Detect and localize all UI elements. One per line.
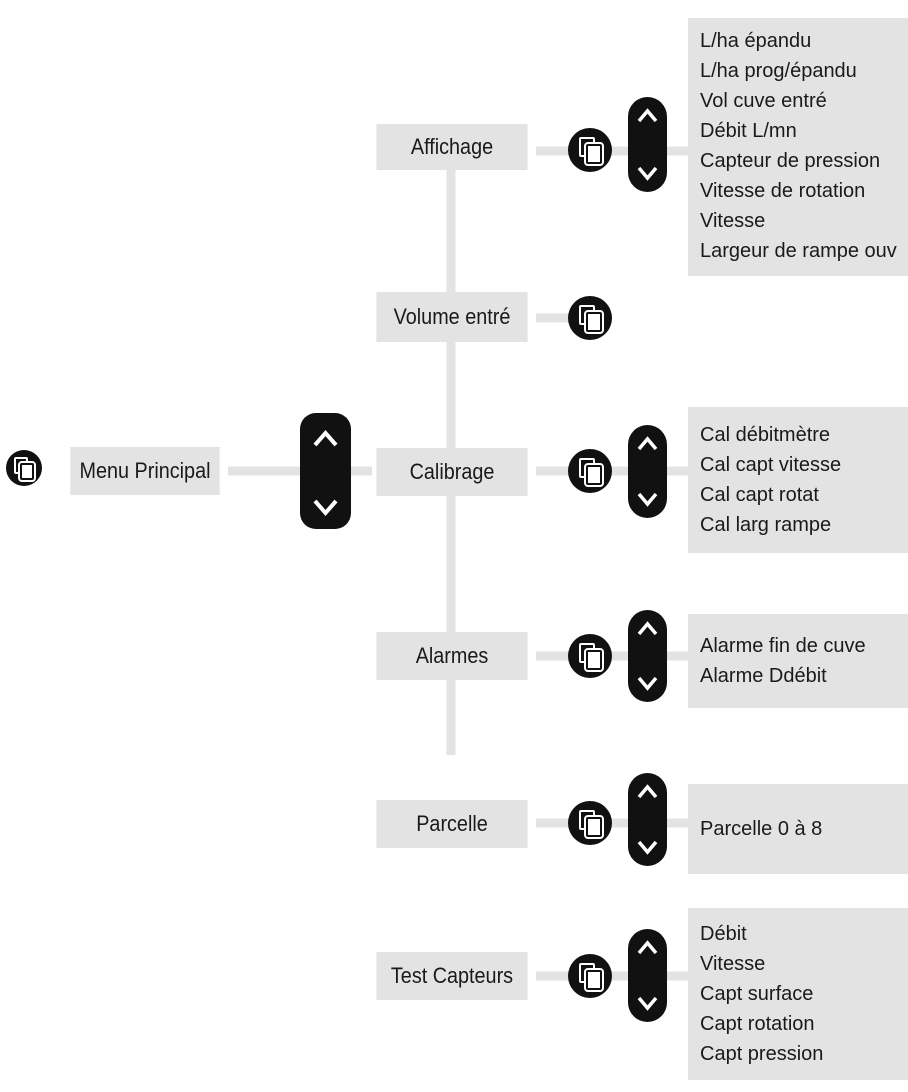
- branch-label: Volume entré: [393, 304, 511, 329]
- list-item[interactable]: L/ha épandu: [700, 30, 812, 52]
- list-item[interactable]: Cal capt vitesse: [700, 454, 842, 476]
- branch-alarmes[interactable]: Alarmes: [376, 632, 528, 680]
- copy-select-icon[interactable]: [6, 450, 42, 486]
- branch-volume-entre[interactable]: Volume entré: [376, 292, 528, 342]
- chevron-up-icon: [637, 436, 658, 451]
- branch-label: Parcelle: [416, 811, 488, 836]
- calibrage-options: Cal débitmètre Cal capt vitesse Cal capt…: [688, 407, 908, 553]
- copy-select-icon[interactable]: [568, 296, 612, 340]
- list-item[interactable]: Vitesse: [700, 953, 766, 975]
- up-down-navigator-icon[interactable]: [628, 425, 667, 518]
- up-down-navigator-icon[interactable]: [628, 773, 667, 866]
- branch-label: Calibrage: [409, 459, 495, 484]
- chevron-up-icon: [313, 429, 338, 447]
- branch-parcelle[interactable]: Parcelle: [376, 800, 528, 848]
- list-item[interactable]: Cal larg rampe: [700, 514, 832, 536]
- chevron-down-icon: [637, 840, 658, 855]
- branch-label: Test Capteurs: [390, 963, 514, 988]
- up-down-navigator-icon[interactable]: [300, 413, 351, 529]
- list-item[interactable]: Capt pression: [700, 1043, 824, 1065]
- up-down-navigator-icon[interactable]: [628, 97, 667, 192]
- chevron-up-icon: [637, 621, 658, 636]
- branch-label: Affichage: [410, 134, 494, 159]
- branch-test-capteurs[interactable]: Test Capteurs: [376, 952, 528, 1000]
- copy-select-icon[interactable]: [568, 634, 612, 678]
- chevron-up-icon: [637, 784, 658, 799]
- list-item[interactable]: Capt surface: [700, 983, 814, 1005]
- copy-select-icon[interactable]: [568, 128, 612, 172]
- list-item[interactable]: Vitesse de rotation: [700, 180, 866, 202]
- list-item[interactable]: Parcelle 0 à 8: [700, 818, 823, 840]
- up-down-navigator-icon[interactable]: [628, 929, 667, 1022]
- chevron-down-icon: [637, 166, 658, 181]
- chevron-up-icon: [637, 940, 658, 955]
- list-item[interactable]: Débit L/mn: [700, 120, 797, 142]
- copy-select-icon[interactable]: [568, 801, 612, 845]
- list-item[interactable]: Alarme Ddébit: [700, 665, 827, 687]
- copy-select-icon[interactable]: [568, 449, 612, 493]
- affichage-options: L/ha épandu L/ha prog/épandu Vol cuve en…: [688, 18, 908, 276]
- list-item[interactable]: Largeur de rampe ouv: [700, 240, 897, 262]
- list-item[interactable]: Alarme fin de cuve: [700, 635, 866, 657]
- up-down-navigator-icon[interactable]: [628, 610, 667, 702]
- list-item[interactable]: Vitesse: [700, 210, 766, 232]
- list-item[interactable]: Capt rotation: [700, 1013, 815, 1035]
- menu-principal-node[interactable]: Menu Principal: [70, 447, 220, 495]
- branch-affichage[interactable]: Affichage: [376, 124, 528, 170]
- list-item[interactable]: Cal débitmètre: [700, 424, 831, 446]
- chevron-down-icon: [313, 499, 338, 517]
- test-capteurs-options: Débit Vitesse Capt surface Capt rotation…: [688, 908, 908, 1080]
- chevron-down-icon: [637, 996, 658, 1011]
- copy-select-icon[interactable]: [568, 954, 612, 998]
- menu-principal-label: Menu Principal: [79, 458, 211, 483]
- alarmes-options: Alarme fin de cuve Alarme Ddébit: [688, 614, 908, 708]
- list-item[interactable]: Débit: [700, 923, 747, 945]
- list-item[interactable]: Vol cuve entré: [700, 90, 827, 112]
- chevron-down-icon: [637, 492, 658, 507]
- branch-label: Alarmes: [415, 643, 489, 668]
- chevron-up-icon: [637, 108, 658, 123]
- branch-calibrage[interactable]: Calibrage: [376, 448, 528, 496]
- list-item[interactable]: L/ha prog/épandu: [700, 60, 857, 82]
- list-item[interactable]: Capteur de pression: [700, 150, 881, 172]
- chevron-down-icon: [637, 676, 658, 691]
- list-item[interactable]: Cal capt rotat: [700, 484, 819, 506]
- parcelle-options: Parcelle 0 à 8: [688, 784, 908, 874]
